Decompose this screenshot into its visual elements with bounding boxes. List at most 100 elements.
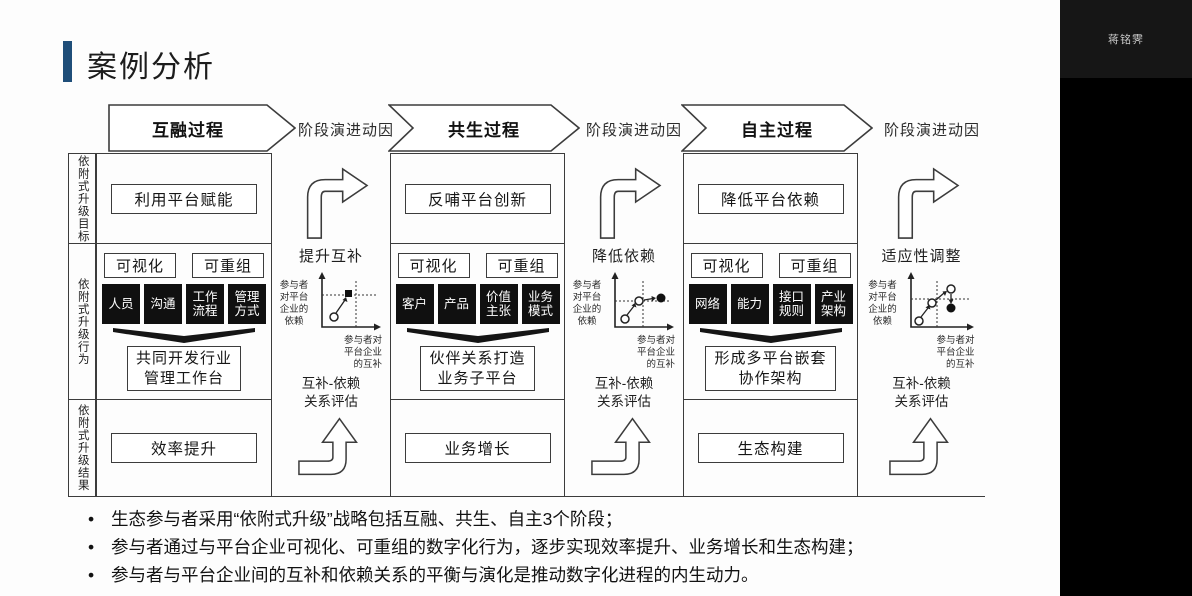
stage-driver-label: 阶段演进动因 (884, 122, 981, 139)
phase-title: 共生过程 (448, 120, 520, 140)
action-box: 共同开发行业 管理工作台 (126, 346, 241, 391)
row-label-cell: 依附式升级结果 (69, 400, 95, 496)
element-boxes: 人员 沟通 工作 流程 管理 方式 (102, 284, 266, 324)
summary-bullets: 生态参与者采用“依附式升级”战略包括互融、共生、自主3个阶段； 参与者通过与平台… (84, 505, 1064, 589)
phase-arrow-icon (681, 104, 873, 152)
goal-box: 反哺平台创新 (404, 183, 551, 214)
process-column-mutual-integration: 利用平台赋能 可视化 可重组 人员 沟通 工作 流程 管理 方式 共同开发行业 … (96, 153, 272, 497)
curved-arrow-up-right-icon (306, 167, 369, 239)
page-title: 案例分析 (87, 51, 215, 84)
assessment-label: 互补-依赖 关系评估 (892, 375, 951, 409)
assessment-label: 互补-依赖 关系评估 (301, 375, 361, 409)
tag-visualizable: 可视化 (690, 253, 763, 278)
element-box: 业务 模式 (521, 284, 560, 324)
element-box: 工作 流程 (186, 284, 224, 324)
bullet-item: 生态参与者采用“依附式升级”战略包括互融、共生、自主3个阶段； (84, 505, 1064, 533)
goal-cell: 降低平台依赖 (684, 154, 857, 244)
element-box: 管理 方式 (228, 284, 266, 324)
element-box: 能力 (730, 284, 769, 324)
row-label-cell: 依附式升级目标 (69, 154, 95, 244)
behavior-cell: 可视化 可重组 客户 产品 价值 主张 业务 模式 伙伴关系打造 业务子平台 (391, 244, 564, 400)
bullet-item: 参与者与平台企业间的互补和依赖关系的平衡与演化是推动数字化进程的内生动力。 (84, 561, 1064, 589)
result-box: 业务增长 (404, 433, 551, 463)
result-cell: 生态构建 (684, 400, 857, 496)
action-box: 形成多平台嵌套 协作架构 (705, 346, 836, 391)
plot-x-axis-label: 参与者对 平台企业 的互补 (343, 335, 382, 370)
behavior-cell: 可视化 可重组 网络 能力 接口 规则 产业 架构 形成多平台嵌套 协作架构 (684, 244, 857, 400)
diagram-baseline (68, 495, 985, 497)
transition-driver-label: 降低依赖 (591, 248, 656, 265)
transition-column-2: 降低依赖 参与者 对平台 企业的 依赖 (565, 153, 683, 497)
plot-y-axis-label: 参与者 对平台 企业的 依赖 (279, 280, 309, 327)
tag-visualizable: 可视化 (397, 253, 470, 278)
chevron-down-icon (406, 328, 549, 343)
tag-recombinable: 可重组 (778, 253, 851, 278)
goal-box: 利用平台赋能 (111, 183, 257, 214)
element-boxes: 客户 产品 价值 主张 业务 模式 (395, 284, 560, 324)
curved-arrow-up-right-icon (599, 167, 662, 239)
process-column-symbiosis: 反哺平台创新 可视化 可重组 客户 产品 价值 主张 业务 模式 伙伴关系打造 … (390, 153, 565, 497)
phase-arrow-icon (388, 104, 580, 152)
plot-y-axis-label: 参与者 对平台 企业的 依赖 (868, 280, 897, 327)
element-box: 接口 规则 (772, 284, 811, 324)
curved-arrow-up-right-icon (897, 167, 959, 239)
stage-driver-label: 阶段演进动因 (586, 122, 683, 139)
transition-driver-label: 提升互补 (298, 248, 363, 265)
presentation-slide: 案例分析 互融过程 共生过程 自主过程 阶段演进动因 阶段演进动因 阶段演进动因… (0, 0, 1060, 596)
phase-title: 自主过程 (741, 120, 813, 140)
element-box: 网络 (688, 284, 727, 324)
plot-y-axis-label: 参与者 对平台 企业的 依赖 (572, 280, 602, 327)
phase-title: 互融过程 (152, 120, 224, 140)
chevron-down-icon (113, 328, 255, 343)
row-label-goal: 依附式升级目标 (76, 154, 89, 243)
curved-arrow-right-up-icon (888, 417, 949, 476)
goal-box: 降低平台依赖 (697, 183, 844, 214)
capability-tags: 可视化 可重组 (397, 253, 558, 278)
assessment-label: 互补-依赖 关系评估 (594, 375, 654, 409)
transition-driver-label: 适应性调整 (881, 248, 962, 265)
scatter-plot-icon (611, 272, 674, 331)
element-box: 产业 架构 (814, 284, 853, 324)
row-label-behavior: 依附式升级行为 (76, 277, 89, 366)
goal-cell: 利用平台赋能 (97, 154, 271, 244)
row-label-result: 依附式升级结果 (76, 404, 89, 492)
participant-video-tile[interactable]: 蒋铭霁 (1060, 0, 1192, 78)
element-box: 产品 (437, 284, 476, 324)
tag-recombinable: 可重组 (192, 253, 264, 278)
complementarity-dependence-plot: 参与者 对平台 企业的 依赖 (867, 271, 977, 371)
capability-tags: 可视化 可重组 (690, 253, 851, 278)
result-cell: 效率提升 (97, 400, 271, 496)
plot-x-axis-label: 参与者对 平台企业 的互补 (636, 335, 675, 370)
result-box: 生态构建 (697, 433, 844, 463)
action-box: 伙伴关系打造 业务子平台 (420, 346, 535, 391)
plot-x-axis-label: 参与者对 平台企业 的互补 (936, 335, 975, 370)
element-box: 价值 主张 (479, 284, 518, 324)
result-cell: 业务增长 (391, 400, 564, 496)
tag-recombinable: 可重组 (485, 253, 558, 278)
complementarity-dependence-plot: 参与者 对平台 企业的 依赖 参与者对 平台企业 的互补 (278, 271, 384, 371)
tag-visualizable: 可视化 (104, 253, 176, 278)
element-boxes: 网络 能力 接口 规则 产业 架构 (688, 284, 853, 324)
phase-arrow-icon (108, 104, 296, 152)
capability-tags: 可视化 可重组 (104, 253, 264, 278)
stage-driver-label: 阶段演进动因 (298, 122, 395, 139)
element-box: 沟通 (144, 284, 182, 324)
transition-column-1: 提升互补 参与者 对平台 企业的 依赖 (272, 153, 390, 497)
conference-participant-panel: 蒋铭霁 (1060, 0, 1192, 596)
row-label-cell: 依附式升级行为 (69, 244, 95, 400)
goal-cell: 反哺平台创新 (391, 154, 564, 244)
title-accent-bar (63, 41, 72, 82)
row-label-column: 依附式升级目标 依附式升级行为 依附式升级结果 (68, 153, 96, 497)
element-box: 客户 (395, 284, 434, 324)
transition-column-3: 适应性调整 参与者 对平台 企业的 依赖 (858, 153, 985, 497)
behavior-cell: 可视化 可重组 人员 沟通 工作 流程 管理 方式 共同开发行业 管理工作台 (97, 244, 271, 400)
complementarity-dependence-plot: 参与者 对平台 企业的 依赖 (571, 271, 677, 371)
scatter-plot-icon (907, 272, 974, 331)
element-box: 人员 (102, 284, 140, 324)
curved-arrow-right-up-icon (591, 417, 651, 476)
participant-name: 蒋铭霁 (1108, 34, 1144, 46)
process-column-autonomy: 降低平台依赖 可视化 可重组 网络 能力 接口 规则 产业 架构 形成多平台嵌套… (683, 153, 858, 497)
scatter-plot-icon (318, 272, 381, 331)
result-box: 效率提升 (111, 433, 257, 463)
